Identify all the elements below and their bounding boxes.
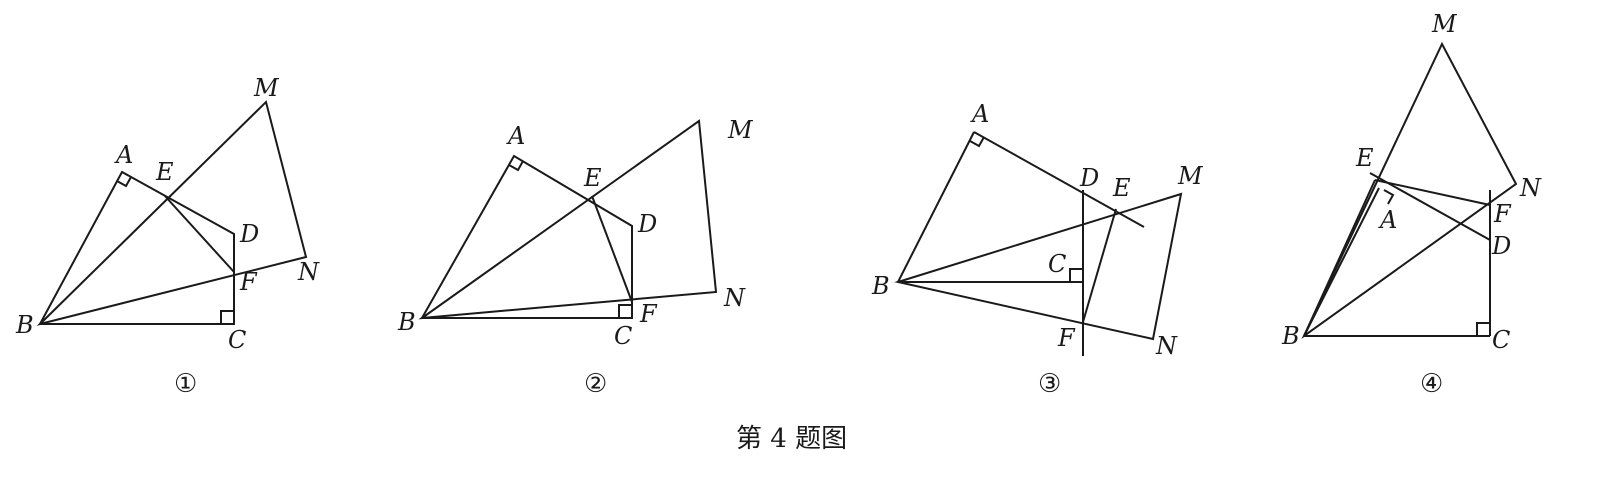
figure-3: A B C D E F M N ③: [871, 100, 1204, 399]
fig2-right-angle-a: [508, 160, 524, 172]
fig3-label-c: C: [1048, 250, 1066, 278]
figure-4: A B C D E F M N ④: [1281, 10, 1542, 399]
fig3-label-d: D: [1079, 164, 1099, 192]
fig4-index: ④: [1420, 369, 1443, 399]
fig4-segment-ef: [1374, 179, 1491, 206]
fig1-label-d: D: [239, 220, 259, 248]
fig3-label-f: F: [1057, 324, 1076, 352]
fig4-right-angle-a: [1383, 189, 1395, 205]
fig2-quadrilateral-abcd: [420, 154, 633, 319]
fig1-label-e: E: [155, 158, 174, 186]
fig3-right-angle-c: [1069, 268, 1083, 282]
fig3-right-angle-a: [969, 136, 985, 148]
fig4-label-e: E: [1355, 144, 1374, 172]
fig2-label-e: E: [583, 164, 602, 192]
fig4-right-angle-c: [1476, 322, 1490, 336]
fig4-triangle-bmn: [1301, 41, 1518, 340]
fig4-label-b: B: [1281, 322, 1300, 350]
fig1-label-a: A: [114, 141, 133, 169]
fig3-label-e: E: [1112, 174, 1131, 202]
fig2-segment-ef: [591, 195, 633, 303]
fig3-segment-ef: [1082, 208, 1117, 323]
fig1-label-b: B: [15, 311, 34, 339]
fig3-triangle-bmn: [894, 192, 1183, 341]
fig1-label-m: M: [253, 74, 280, 102]
figure-2: A B C D E F M N ②: [397, 116, 754, 399]
fig1-segment-ef: [164, 195, 235, 273]
fig3-label-b: B: [871, 272, 890, 300]
fig4-label-m: M: [1431, 10, 1458, 38]
fig1-quadrilateral-abcd: [38, 170, 235, 325]
fig2-label-c: C: [614, 322, 632, 350]
fig1-label-n: N: [297, 258, 320, 286]
fig1-right-angle-c: [220, 310, 234, 324]
fig4-label-d: D: [1491, 232, 1511, 260]
fig2-label-n: N: [723, 284, 746, 312]
fig1-label-f: F: [239, 268, 258, 296]
fig2-label-f: F: [639, 300, 658, 328]
fig2-label-b: B: [397, 308, 416, 336]
fig2-index: ②: [584, 369, 607, 399]
fig2-label-a: A: [506, 122, 525, 150]
figure-caption: 第 4 题图: [736, 424, 848, 454]
fig3-label-m: M: [1177, 162, 1204, 190]
fig2-right-angle-c: [618, 304, 632, 318]
fig2-label-d: D: [637, 210, 657, 238]
fig1-index: ①: [174, 369, 197, 399]
fig3-index: ③: [1038, 369, 1061, 399]
fig2-label-m: M: [727, 116, 754, 144]
fig3-label-a: A: [970, 100, 989, 128]
fig4-label-c: C: [1492, 326, 1510, 354]
fig3-segment-ba: [897, 131, 975, 283]
fig1-triangle-bmn: [36, 100, 308, 326]
fig4-label-a: A: [1378, 206, 1397, 234]
figure-1: A B C D E F M N ①: [15, 74, 320, 399]
fig1-right-angle-a: [116, 176, 132, 188]
fig4-label-f: F: [1493, 200, 1512, 228]
fig4-label-n: N: [1519, 174, 1542, 202]
fig1-label-c: C: [228, 326, 246, 354]
fig2-triangle-bmn: [418, 119, 718, 320]
fig3-label-n: N: [1155, 332, 1178, 360]
